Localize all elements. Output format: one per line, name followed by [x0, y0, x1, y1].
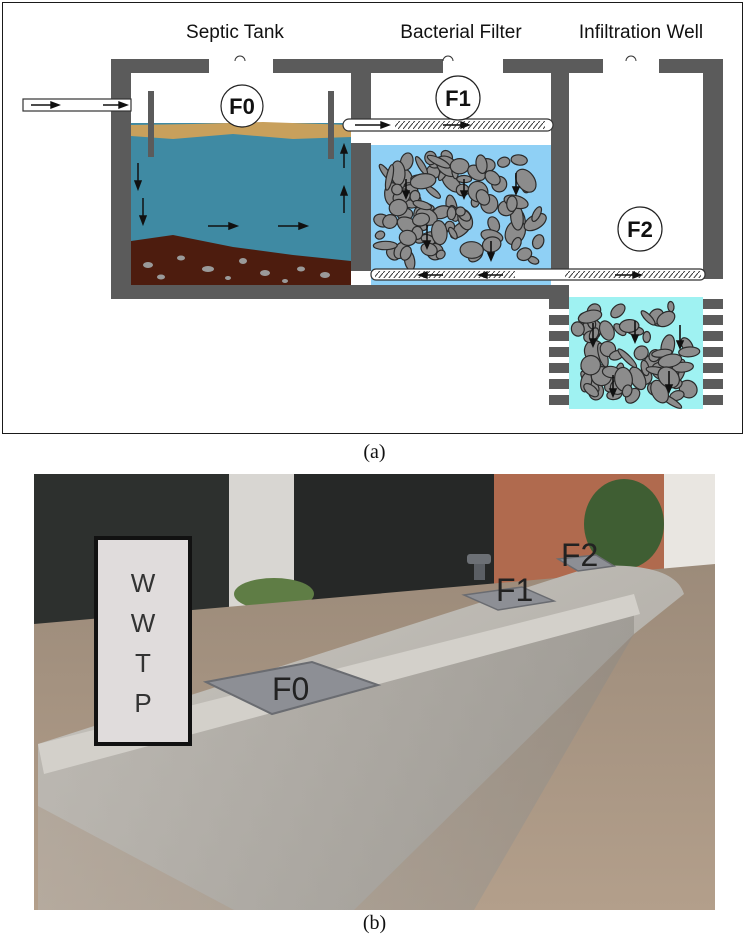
label-f1: F1: [435, 75, 481, 121]
gravel-flow-arrows: [401, 173, 685, 399]
gravel-stone: [455, 206, 466, 217]
sign-letter-1: W: [131, 568, 156, 598]
gravel-stone: [398, 229, 417, 247]
inlet-baffle: [148, 91, 154, 157]
gravel-stone: [570, 321, 585, 337]
gravel-stone: [510, 154, 528, 166]
photo-label-f1: F1: [496, 572, 533, 608]
gravel-stone: [426, 154, 451, 169]
gravel-stone: [506, 195, 518, 212]
gravel-stone: [412, 199, 433, 211]
gravel-stone: [399, 245, 412, 261]
header-bacterial-filter: Bacterial Filter: [400, 22, 522, 43]
gravel-stone: [580, 354, 602, 376]
gravel-stone: [617, 348, 638, 369]
gravel-stone: [642, 330, 652, 344]
gravel-stone: [598, 320, 615, 341]
manhole-cover-f1: [461, 586, 557, 611]
gravel-stone: [388, 198, 408, 217]
concrete-walls: [111, 59, 723, 405]
vent-pipe: [474, 560, 485, 580]
manhole-lugs: [234, 55, 637, 62]
vent-pipe-cap: [467, 554, 491, 564]
gravel-stone: [678, 346, 701, 358]
gravel-stone: [531, 234, 545, 250]
sign-letter-4: P: [134, 688, 151, 718]
septic-flow-arrows: [133, 142, 349, 231]
photo-label-f2: F2: [561, 537, 598, 573]
gravel-stone: [384, 164, 395, 191]
transfer-pipe-upper: [342, 118, 554, 132]
gravel-stone: [510, 236, 522, 251]
caption-b: (b): [362, 912, 387, 934]
treatment-schematic: Septic Tank Bacterial Filter Infiltratio…: [22, 22, 723, 409]
schematic-panel: Septic Tank Bacterial Filter Infiltratio…: [2, 2, 743, 434]
wwtp-sign: W W T P: [94, 536, 192, 746]
infiltration-well-chamber: [569, 297, 703, 409]
gravel-stone: [640, 310, 656, 326]
gravel-stone: [475, 189, 491, 206]
header-septic-tank: Septic Tank: [186, 22, 284, 43]
label-f0: F0: [220, 84, 264, 128]
gravel-stone: [430, 220, 448, 246]
gravel-stone: [382, 214, 398, 229]
scum-layer: [131, 122, 351, 139]
sign-letter-2: W: [131, 608, 156, 638]
septic-tank-chamber: [131, 91, 351, 285]
caption-a: (a): [363, 441, 386, 463]
bacterial-filter-chamber: [371, 145, 551, 285]
label-f1-text: F1: [445, 86, 471, 111]
manhole-cover-f2: [555, 554, 617, 572]
gravel-stone: [618, 318, 640, 334]
gravel-stone: [621, 384, 633, 398]
gravel-stone: [583, 382, 599, 398]
gravel-stone: [657, 353, 683, 368]
shrub: [584, 479, 664, 569]
gravel-stone: [633, 345, 649, 361]
gravel-stone: [531, 206, 543, 223]
label-f2: F2: [617, 206, 663, 252]
photo-label-f0: F0: [272, 671, 309, 707]
gravel-stone: [459, 241, 484, 259]
gravel-stone: [447, 226, 458, 240]
gravel-stone: [449, 157, 470, 175]
well-gravel: [570, 300, 701, 409]
gravel-stone: [409, 173, 437, 190]
gravel-stone: [667, 300, 675, 313]
header-infiltration-well: Infiltration Well: [579, 22, 703, 43]
gravel-stone: [610, 303, 626, 319]
gravel-stone: [656, 310, 676, 328]
gravel-stone: [484, 170, 501, 186]
gravel-stone: [516, 247, 533, 262]
label-f0-text: F0: [229, 94, 255, 119]
gravel-stone: [391, 183, 403, 196]
dark-tank-middle: [294, 474, 494, 604]
gravel-stone: [577, 309, 603, 324]
gravel-stone: [435, 249, 446, 260]
site-photo: F0 F1 F2 W W T P: [34, 474, 715, 910]
gravel-stone: [446, 206, 457, 221]
outlet-baffle: [328, 91, 334, 159]
inlet-pipe: [22, 98, 132, 112]
filter-gravel: [372, 149, 547, 271]
concrete-slab-front: [38, 600, 634, 910]
sludge-particles: [143, 255, 330, 283]
gravel-stone: [374, 230, 386, 240]
gravel-stone: [475, 154, 488, 175]
gravel-stone: [497, 156, 511, 168]
manhole-cover-f0: [202, 660, 382, 716]
sign-letter-3: T: [135, 648, 151, 678]
gravel-stone: [411, 212, 431, 227]
gravel-stone: [514, 168, 537, 193]
gravel-stone: [372, 240, 398, 251]
label-f2-text: F2: [627, 217, 653, 242]
transfer-pipe-lower: [370, 268, 706, 281]
